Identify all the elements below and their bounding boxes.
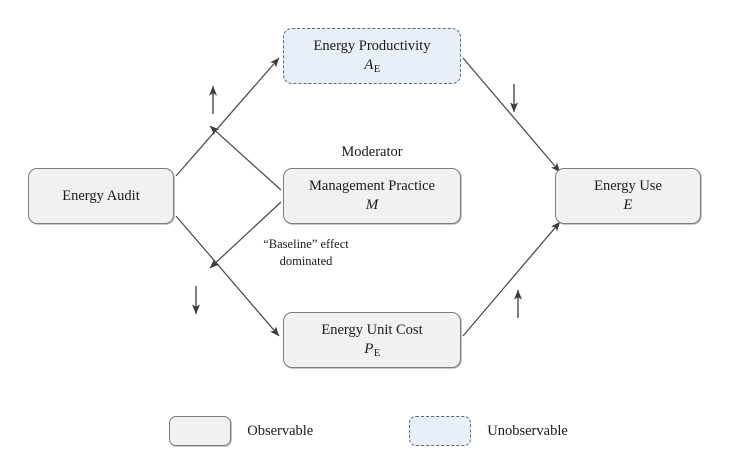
edge-moderator-to-upper-path	[209, 125, 282, 191]
node-energy-productivity-label: Energy Productivity	[313, 38, 431, 55]
node-energy-use-symbol: E	[623, 196, 632, 215]
symbol-subscript: E	[373, 347, 381, 359]
legend-item-observable: Observable	[169, 416, 313, 446]
node-energy-unit-cost-symbol: PE	[364, 340, 380, 359]
symbol-base: A	[364, 57, 374, 74]
node-management-practice[interactable]: Management Practice M	[283, 168, 461, 224]
legend-item-unobservable: Unobservable	[409, 416, 568, 446]
symbol-base: P	[364, 341, 374, 358]
baseline-effect-line-1: “Baseline” effect	[263, 237, 349, 251]
legend-swatch-unobservable	[409, 416, 472, 446]
node-energy-use[interactable]: Energy Use E	[555, 168, 701, 224]
node-management-practice-symbol: M	[366, 196, 379, 215]
node-energy-use-label: Energy Use	[594, 178, 662, 195]
node-energy-unit-cost-label: Energy Unit Cost	[321, 322, 423, 339]
edge-audit-to-productivity	[175, 57, 280, 177]
baseline-effect-line-2: dominated	[279, 253, 333, 268]
node-energy-audit-label: Energy Audit	[62, 187, 140, 204]
node-management-practice-label: Management Practice	[308, 178, 435, 195]
node-energy-productivity-symbol: AE	[364, 56, 380, 75]
symbol-base: M	[365, 197, 379, 214]
moderator-caption: Moderator	[341, 144, 403, 160]
edge-unit-cost-to-use	[462, 221, 561, 337]
edge-audit-to-unit-cost	[175, 215, 280, 337]
edge-productivity-to-use	[462, 57, 561, 173]
legend-label-observable: Observable	[247, 422, 314, 439]
legend-label-unobservable: Unobservable	[487, 422, 568, 439]
node-energy-unit-cost[interactable]: Energy Unit Cost PE	[283, 312, 461, 368]
symbol-base: E	[623, 197, 633, 214]
legend: Observable Unobservable	[0, 408, 737, 454]
legend-swatch-observable	[169, 416, 232, 446]
node-energy-audit[interactable]: Energy Audit	[28, 168, 174, 224]
edge-moderator-to-lower-path	[209, 201, 282, 269]
symbol-subscript: E	[373, 63, 381, 75]
node-energy-productivity[interactable]: Energy Productivity AE	[283, 28, 461, 84]
baseline-effect-caption: “Baseline” effect dominated	[241, 236, 371, 270]
